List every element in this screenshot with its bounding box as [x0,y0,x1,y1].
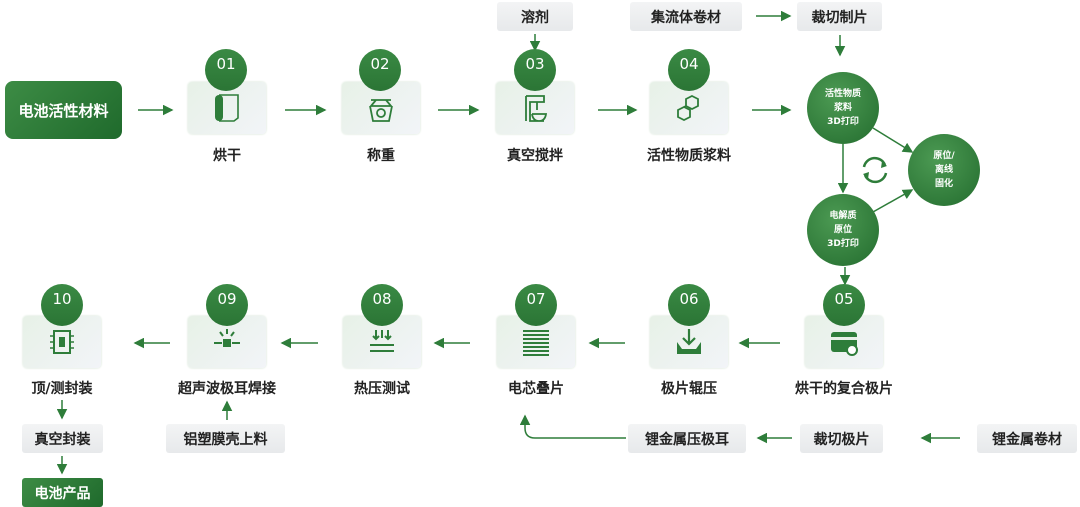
step-07-label: 电芯叠片 [508,381,564,397]
step-10-label: 顶/测封装 [31,381,93,397]
circle-text: 固化 [934,179,953,189]
circle-text: 电解质 [829,211,857,221]
chip-icon [50,330,74,354]
step-06-label: 极片辊压 [661,381,717,397]
heat-press-icon [370,330,394,352]
step-09-label: 超声波极耳焊接 [178,381,276,397]
step-03-label: 真空搅拌 [507,148,563,164]
circle-text: 活性物质 [824,89,861,99]
print-slurry-circle: 活性物质浆料 3D打印 [807,72,879,144]
step-02-label: 称重 [367,148,395,164]
circle-text: 原位 [833,225,852,235]
lithium-roll-box: 锂金属卷材 [977,424,1077,453]
source-material-box: 电池活性材料 [5,81,122,139]
cure-circle: 原位/离线固化 [908,134,980,206]
circle-text: 原位/ [933,151,955,161]
step-01-badge: 01 [205,49,247,91]
step-09-badge: 09 [206,284,248,326]
cycle-refresh-icon [862,156,888,184]
mixer-icon [525,95,548,122]
step-05-badge: 05 [823,284,865,326]
step-06-badge: 06 [668,284,710,326]
lithium-tab-box: 锂金属压极耳 [628,424,746,453]
circle-text: 离线 [934,165,953,175]
weld-icon [214,329,240,347]
step-05-label: 烘干的复合极片 [795,381,893,397]
step-04-badge: 04 [668,49,710,91]
cut-pole-box: 裁切极片 [800,424,883,453]
molecule-icon [677,94,699,122]
circle-text: 浆料 [833,103,852,113]
battery-product-box: 电池产品 [22,478,103,507]
current-collector-box: 集流体卷材 [630,2,742,31]
vacuum-seal-box: 真空封装 [22,424,103,453]
step-07-badge: 07 [515,284,557,326]
press-down-icon [677,329,701,354]
step-04-label: 活性物质浆料 [647,148,731,164]
step-08-badge: 08 [361,284,403,326]
cut-sheet-box: 裁切制片 [797,2,882,31]
step-04-box [650,82,728,134]
scale-icon [369,99,393,122]
step-08-label: 热压测试 [354,381,410,397]
step-01-label: 烘干 [213,148,241,164]
step-10-badge: 10 [41,284,83,326]
step-02-badge: 02 [359,49,401,91]
circle-text: 3D打印 [827,239,859,249]
roll-icon [215,94,239,122]
step-03-badge: 03 [514,49,556,91]
circle-text: 3D打印 [827,117,859,127]
solvent-box: 溶剂 [497,2,573,31]
stack-icon [523,330,549,356]
card-icon [831,332,858,356]
pouch-feed-box: 铝塑膜壳上料 [166,424,285,453]
print-electrolyte-circle: 电解质原位 3D打印 [807,194,879,266]
